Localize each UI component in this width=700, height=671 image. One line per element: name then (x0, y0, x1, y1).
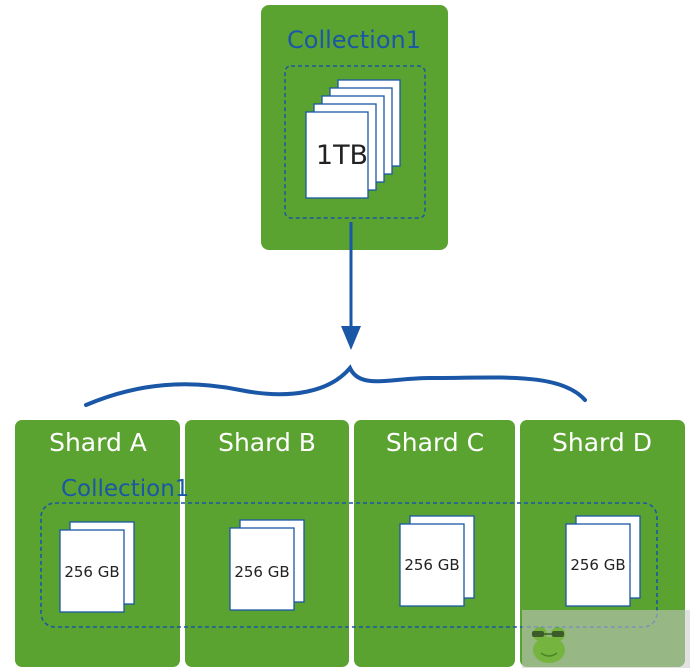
top-collection-box: Collection1 1TB (261, 5, 448, 250)
shard-b-document-label: 256 GB (234, 563, 289, 581)
shard-d-title: Shard D (552, 428, 652, 457)
top-collection-title: Collection1 (287, 26, 421, 54)
top-collection-dashed-frame (284, 65, 426, 219)
shard-b: Shard B 256 GB (185, 420, 349, 667)
shard-c-document-icon (399, 515, 475, 607)
document-stack-icon (305, 79, 401, 199)
shard-b-document-icon (229, 519, 305, 611)
down-arrow-icon (341, 222, 361, 350)
shard-d: Shard D 256 GB (520, 420, 685, 667)
curly-brace-icon (84, 364, 587, 407)
frog-sunglasses-icon (522, 610, 690, 668)
shard-d-document-label: 256 GB (570, 556, 625, 574)
shard-a-document-label: 256 GB (64, 563, 119, 581)
shard-a-title: Shard A (49, 428, 147, 457)
distributed-collection-frame (40, 502, 658, 628)
shard-c-title: Shard C (386, 428, 484, 457)
shard-d-document-icon (565, 515, 641, 607)
shard-a-document-icon (59, 521, 135, 613)
shard-c-document-label: 256 GB (404, 556, 459, 574)
shard-b-title: Shard B (218, 428, 316, 457)
top-document-label: 1TB (316, 140, 368, 171)
shard-c: Shard C 256 GB (354, 420, 515, 667)
distributed-collection-label: Collection1 (61, 476, 189, 502)
shard-a: Shard A 256 GB (15, 420, 180, 667)
